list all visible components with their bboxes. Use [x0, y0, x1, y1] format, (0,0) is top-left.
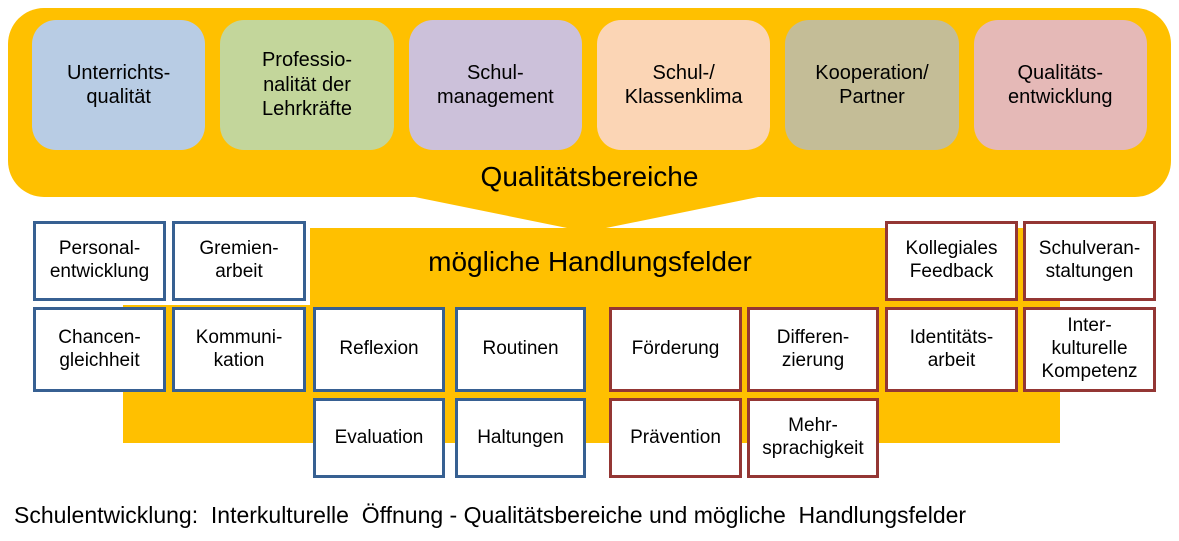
action-field-box-haltungen: Haltungen	[455, 398, 586, 478]
action-field-box-interkulturelle-kompetenz: Inter- kulturelle Kompetenz	[1023, 307, 1156, 392]
quality-area-box-professionalitaet: Professio- nalität der Lehrkräfte	[220, 20, 394, 150]
action-field-box-identitaetsarbeit: Identitäts- arbeit	[885, 307, 1018, 392]
banner-title: Qualitätsbereiche	[480, 161, 699, 192]
quality-area-box-kooperation: Kooperation/ Partner	[785, 20, 959, 150]
handlungsfelder-title: mögliche Handlungsfelder	[428, 246, 752, 277]
action-field-box-evaluation: Evaluation	[313, 398, 445, 478]
action-field-box-personalentwicklung: Personal- entwicklung	[33, 221, 166, 301]
quality-area-box-qualitaetsentwicklung: Qualitäts- entwicklung	[973, 20, 1147, 150]
action-field-box-kollegiales-feedback: Kollegiales Feedback	[885, 221, 1018, 301]
action-field-box-schulveranstaltungen: Schulveran- staltungen	[1023, 221, 1156, 301]
quality-areas-banner: Unterrichts- qualität Professio- nalität…	[8, 8, 1171, 197]
action-field-box-praevention: Prävention	[609, 398, 742, 478]
quality-area-box-schulmanagement: Schul- management	[408, 20, 582, 150]
action-field-box-gremienarbeit: Gremien- arbeit	[172, 221, 306, 301]
action-field-box-differenzierung: Differen- zierung	[747, 307, 879, 392]
action-field-box-chancengleichheit: Chancen- gleichheit	[33, 307, 166, 392]
quality-areas-row: Unterrichts- qualität Professio- nalität…	[32, 20, 1147, 150]
quality-area-box-unterrichtsqualitaet: Unterrichts- qualität	[32, 20, 206, 150]
action-field-box-reflexion: Reflexion	[313, 307, 445, 392]
action-field-box-kommunikation: Kommuni- kation	[172, 307, 306, 392]
action-field-box-foerderung: Förderung	[609, 307, 742, 392]
slide-caption: Schulentwicklung: Interkulturelle Öffnun…	[14, 502, 967, 528]
quality-area-box-klassenklima: Schul-/ Klassenklima	[596, 20, 771, 150]
action-field-box-mehrsprachigkeit: Mehr- sprachigkeit	[747, 398, 879, 478]
funnel-pointer-shape	[405, 195, 768, 229]
action-field-box-routinen: Routinen	[455, 307, 586, 392]
